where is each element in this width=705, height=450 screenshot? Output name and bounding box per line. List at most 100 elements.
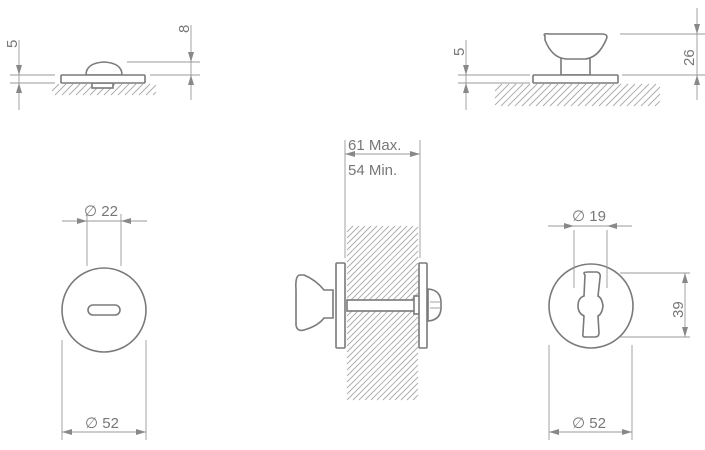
- hatch-line: [382, 364, 419, 401]
- knob-neck: [560, 57, 591, 76]
- hatch-line: [500, 83, 524, 107]
- bottom-right-front-view: ∅ 19 39 ∅ 52: [548, 208, 690, 440]
- hatch-line: [346, 280, 419, 353]
- hatch-line: [145, 84, 157, 96]
- hatch-line: [370, 352, 419, 401]
- thumb-turn: [577, 271, 604, 338]
- knob-cap: [543, 32, 608, 60]
- hatch-line: [110, 83, 123, 96]
- height-label: 5: [451, 48, 468, 56]
- screw-head: [427, 288, 442, 322]
- hatch-line: [494, 83, 517, 106]
- hatching: [51, 83, 661, 401]
- rose-plate: [532, 74, 619, 84]
- hatch-line: [346, 225, 408, 287]
- hatch-line: [542, 83, 566, 107]
- hatch-line: [626, 83, 650, 107]
- hatch-line: [358, 340, 419, 401]
- hatch-line: [346, 225, 378, 257]
- hatch-line: [346, 256, 419, 329]
- hatch-line: [494, 83, 503, 92]
- hatch-line: [605, 83, 629, 107]
- hatch-line: [346, 225, 390, 269]
- bottom-left-front-view: ∅ 22 ∅ 52: [61, 203, 147, 440]
- hatch-line: [51, 83, 60, 92]
- hatch-line: [346, 310, 419, 383]
- height-label: 39: [670, 301, 687, 318]
- hatch-line: [346, 322, 419, 395]
- hatch-line: [556, 83, 580, 107]
- top-left-side-view: 5 8: [4, 25, 200, 110]
- top-right-side-view: 5 26: [451, 8, 705, 110]
- hatch-line: [633, 83, 657, 107]
- hatch-line: [394, 376, 419, 401]
- hatch-line: [584, 83, 608, 107]
- hatch-line: [647, 93, 661, 107]
- hatch-line: [61, 83, 74, 96]
- hatch-line: [346, 225, 384, 263]
- min-label: 54 Min.: [348, 162, 397, 179]
- hatch-line: [388, 370, 419, 401]
- inner-diameter-label: ∅ 22: [84, 203, 118, 220]
- indicator-slot: [87, 304, 121, 316]
- hatch-line: [124, 83, 137, 96]
- dome-label: 8: [176, 25, 193, 33]
- hatch-line: [346, 225, 396, 275]
- height-label: 5: [4, 40, 21, 48]
- hatch-line: [346, 225, 372, 251]
- rose-plate: [60, 74, 146, 84]
- hatch-line: [346, 225, 414, 293]
- hatch-line: [549, 83, 573, 107]
- hatch-line: [521, 83, 545, 107]
- center-section-view: 61 Max. 54 Min.: [295, 137, 442, 349]
- hatch-line: [376, 358, 419, 401]
- outer-diameter-label: ∅ 52: [85, 415, 119, 432]
- hatch-line: [654, 100, 661, 107]
- hatch-line: [54, 83, 67, 96]
- hatch-line: [563, 83, 587, 107]
- hatch-line: [364, 346, 419, 401]
- spindle: [346, 299, 416, 312]
- hatch-line: [117, 83, 130, 96]
- inner-diameter-label: ∅ 19: [572, 208, 606, 225]
- hatch-line: [346, 316, 419, 389]
- hatch-line: [577, 83, 601, 107]
- hatch-line: [346, 286, 419, 359]
- hatch-line: [138, 83, 151, 96]
- hatch-line: [346, 225, 354, 233]
- hatch-line: [494, 83, 510, 99]
- hatch-line: [570, 83, 594, 107]
- hatch-line: [612, 83, 636, 107]
- right-rose: [418, 262, 428, 349]
- hatch-line: [640, 86, 661, 107]
- hatch-line: [346, 328, 419, 401]
- max-label: 61 Max.: [348, 137, 401, 154]
- hatch-line: [406, 388, 419, 401]
- hatch-line: [346, 304, 419, 377]
- knob-label: 26: [681, 49, 698, 66]
- hatch-line: [68, 83, 81, 96]
- hatch-line: [346, 225, 402, 281]
- dome: [85, 61, 123, 76]
- hatch-line: [352, 334, 419, 401]
- hatch-line: [619, 83, 643, 107]
- hatch-line: [535, 83, 559, 107]
- hatch-line: [346, 225, 366, 245]
- left-rose: [335, 262, 346, 349]
- hatch-line: [346, 238, 419, 311]
- hatch-line: [75, 83, 88, 96]
- hatch-line: [346, 226, 419, 299]
- hatch-line: [412, 394, 419, 401]
- hatch-line: [152, 91, 157, 96]
- hatch-line: [346, 232, 419, 305]
- hatch-line: [514, 83, 538, 107]
- hatch-line: [507, 83, 531, 107]
- hatch-line: [528, 83, 552, 107]
- hatch-line: [591, 83, 615, 107]
- hatch-line: [346, 225, 360, 239]
- hatch-line: [131, 83, 144, 96]
- outer-diameter-label: ∅ 52: [572, 415, 606, 432]
- knob: [295, 274, 334, 332]
- hatch-line: [400, 382, 419, 401]
